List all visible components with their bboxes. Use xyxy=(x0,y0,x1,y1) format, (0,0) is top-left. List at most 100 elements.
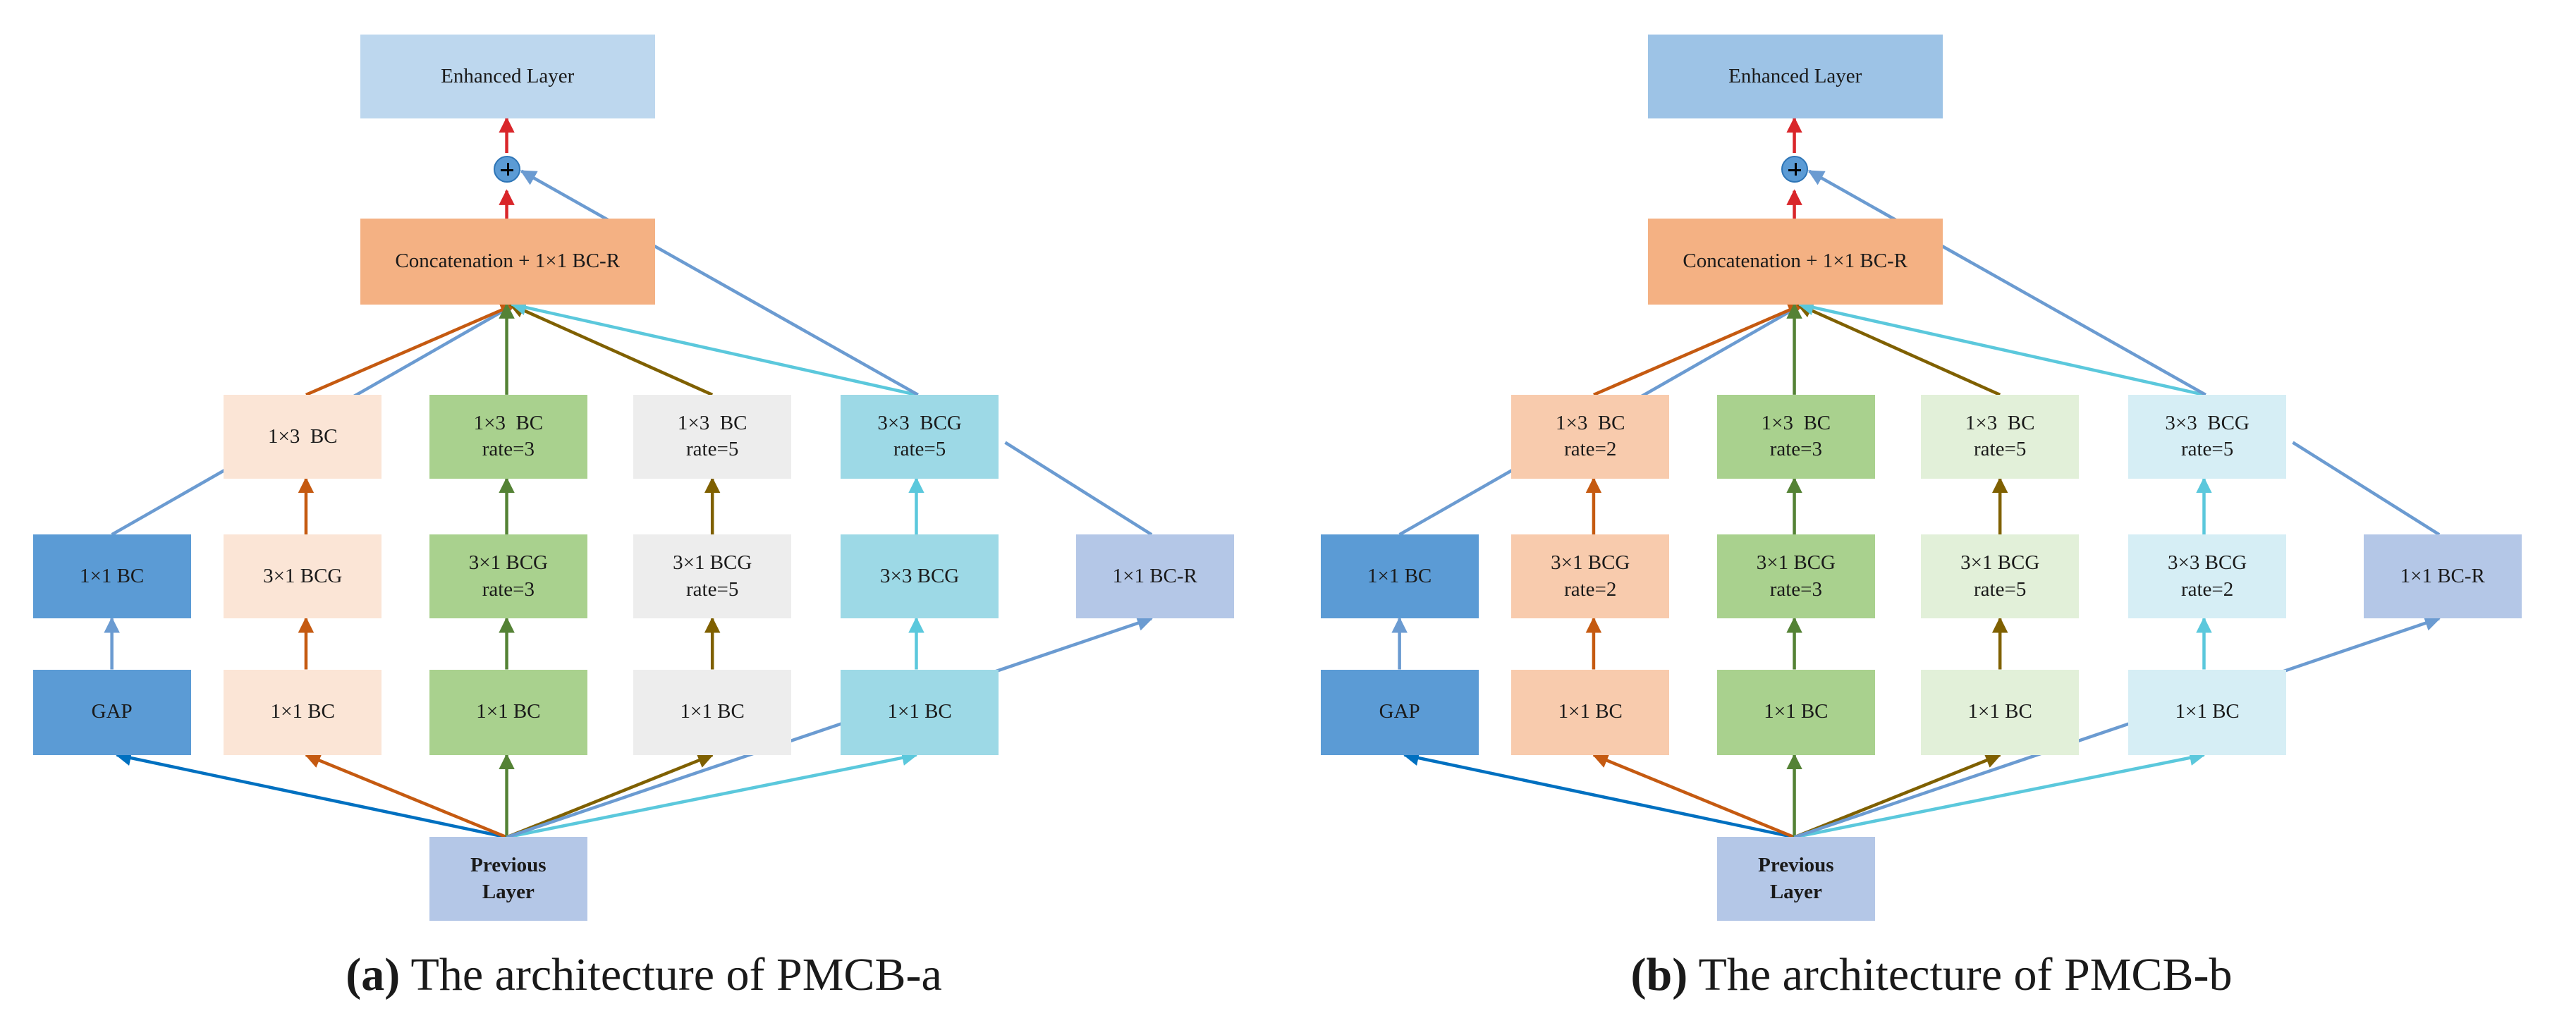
block-label: Concatenation + 1×1 BC-R xyxy=(395,250,621,273)
block-b3-bot: 1×1 BC xyxy=(633,669,792,755)
block-label: rate=3 xyxy=(1769,577,1823,601)
block-label: rate=5 xyxy=(893,438,946,461)
block-label: 1×1 BC xyxy=(680,700,745,723)
caption-text: The architecture of PMCB-b xyxy=(1687,949,2233,1000)
connector-arrow xyxy=(510,300,917,397)
block-label: rate=5 xyxy=(1974,577,2027,601)
block-label: 3×1 BCG xyxy=(1960,551,2040,575)
block-label: 3×1 BCG xyxy=(468,551,548,575)
block-label: rate=2 xyxy=(1564,577,1617,601)
caption-tag: (a) xyxy=(346,949,401,1000)
connector-arrow xyxy=(520,169,919,396)
connector-layer xyxy=(1391,116,2441,839)
block-label: rate=5 xyxy=(686,577,739,601)
block-gap: GAP xyxy=(1320,669,1479,755)
block-label: Concatenation + 1×1 BC-R xyxy=(1683,250,1908,273)
connector-arrow xyxy=(115,750,508,839)
panel-caption: (b) The architecture of PMCB-b xyxy=(1288,948,2575,1002)
block-label: 3×1 BCG xyxy=(1756,551,1836,575)
block-label: 3×3 BCG xyxy=(877,411,962,434)
block-b3-bot: 1×1 BC xyxy=(1921,669,2080,755)
block-res: 1×1 BC-R xyxy=(2363,534,2522,619)
block-label: 3×3 BCG xyxy=(880,564,960,587)
connector-arrow xyxy=(506,749,918,839)
element-wise-sum-icon xyxy=(1781,156,1808,183)
connector-arrow xyxy=(506,752,714,839)
block-label: 1×1 BC xyxy=(1558,700,1623,723)
connector-arrow xyxy=(1793,752,2002,839)
block-gap-mid: 1×1 BC xyxy=(32,534,191,619)
block-label: rate=5 xyxy=(1974,438,2027,461)
element-wise-sum-icon xyxy=(493,156,520,183)
block-label: 1×1 BC xyxy=(476,700,541,723)
block-label: 1×1 BC-R xyxy=(2400,564,2485,587)
connector-arrow xyxy=(2292,441,2441,537)
connector-arrow xyxy=(1593,302,1805,396)
block-b1-bot: 1×1 BC xyxy=(224,669,382,755)
connector-arrow xyxy=(506,616,1154,839)
connector-arrow xyxy=(1797,300,2204,397)
block-label: 1×3 BC xyxy=(677,411,747,434)
connector-arrow xyxy=(1592,753,1795,839)
block-label: 1×1 BC xyxy=(2175,700,2240,723)
block-label: 1×3 BC xyxy=(1965,411,2035,434)
connector-arrow xyxy=(305,302,517,396)
block-b2-top: 1×3 BC rate=3 xyxy=(429,394,587,479)
connector-arrow xyxy=(1793,616,2441,839)
block-label: 3×3 BCG xyxy=(2168,551,2247,575)
block-concat: Concatenation + 1×1 BC-R xyxy=(360,219,655,305)
block-concat: Concatenation + 1×1 BC-R xyxy=(1647,219,1943,305)
block-label: 1×1 BC xyxy=(1967,700,2032,723)
block-label: rate=3 xyxy=(1769,438,1823,461)
block-b1-bot: 1×1 BC xyxy=(1511,669,1670,755)
block-label: 1×1 BC-R xyxy=(1112,564,1197,587)
connector-arrow xyxy=(1794,749,2206,839)
block-label: 1×1 BC xyxy=(270,700,335,723)
block-b4-bot: 1×1 BC xyxy=(2128,669,2287,755)
connector-arrow xyxy=(1807,169,2206,396)
block-label: 1×3 BC xyxy=(473,411,544,434)
block-b4-top: 3×3 BCG rate=5 xyxy=(841,394,999,479)
connector-arrow xyxy=(1004,441,1153,537)
block-label: 1×3 BC xyxy=(1555,411,1625,434)
block-label: 1×1 BC xyxy=(1764,700,1829,723)
block-b3-top: 1×3 BC rate=5 xyxy=(1921,394,2080,479)
block-b4-mid: 3×3 BCG xyxy=(841,534,999,619)
block-b3-top: 1×3 BC rate=5 xyxy=(633,394,792,479)
block-label: 1×3 BC xyxy=(1761,411,1831,434)
block-b1-mid: 3×1 BCG xyxy=(224,534,382,619)
block-label: Previous xyxy=(470,854,547,877)
block-label: Enhanced Layer xyxy=(1728,64,1862,87)
block-label: rate=5 xyxy=(2180,438,2234,461)
block-label: 1×1 BC xyxy=(887,700,952,723)
block-label: Previous xyxy=(1758,854,1834,877)
connector-arrow xyxy=(1403,750,1795,839)
block-label: rate=2 xyxy=(2180,577,2234,601)
caption-text: The architecture of PMCB-a xyxy=(400,949,942,1000)
block-label: rate=5 xyxy=(686,438,739,461)
block-b4-bot: 1×1 BC xyxy=(841,669,999,755)
block-label: GAP xyxy=(1379,700,1420,723)
block-label: 1×1 BC xyxy=(79,564,145,587)
block-b2-bot: 1×1 BC xyxy=(429,669,587,755)
block-b2-bot: 1×1 BC xyxy=(1716,669,1875,755)
block-b2-top: 1×3 BC rate=3 xyxy=(1716,394,1875,479)
caption-tag: (b) xyxy=(1630,949,1688,1000)
block-enhanced: Enhanced Layer xyxy=(1647,34,1943,118)
block-label: 3×1 BCG xyxy=(673,551,752,575)
block-label: rate=3 xyxy=(482,438,535,461)
block-label: 3×1 BCG xyxy=(263,564,343,587)
connector-layer xyxy=(104,116,1154,839)
block-label: 1×1 BC xyxy=(1367,564,1432,587)
connector-arrow xyxy=(508,302,714,396)
